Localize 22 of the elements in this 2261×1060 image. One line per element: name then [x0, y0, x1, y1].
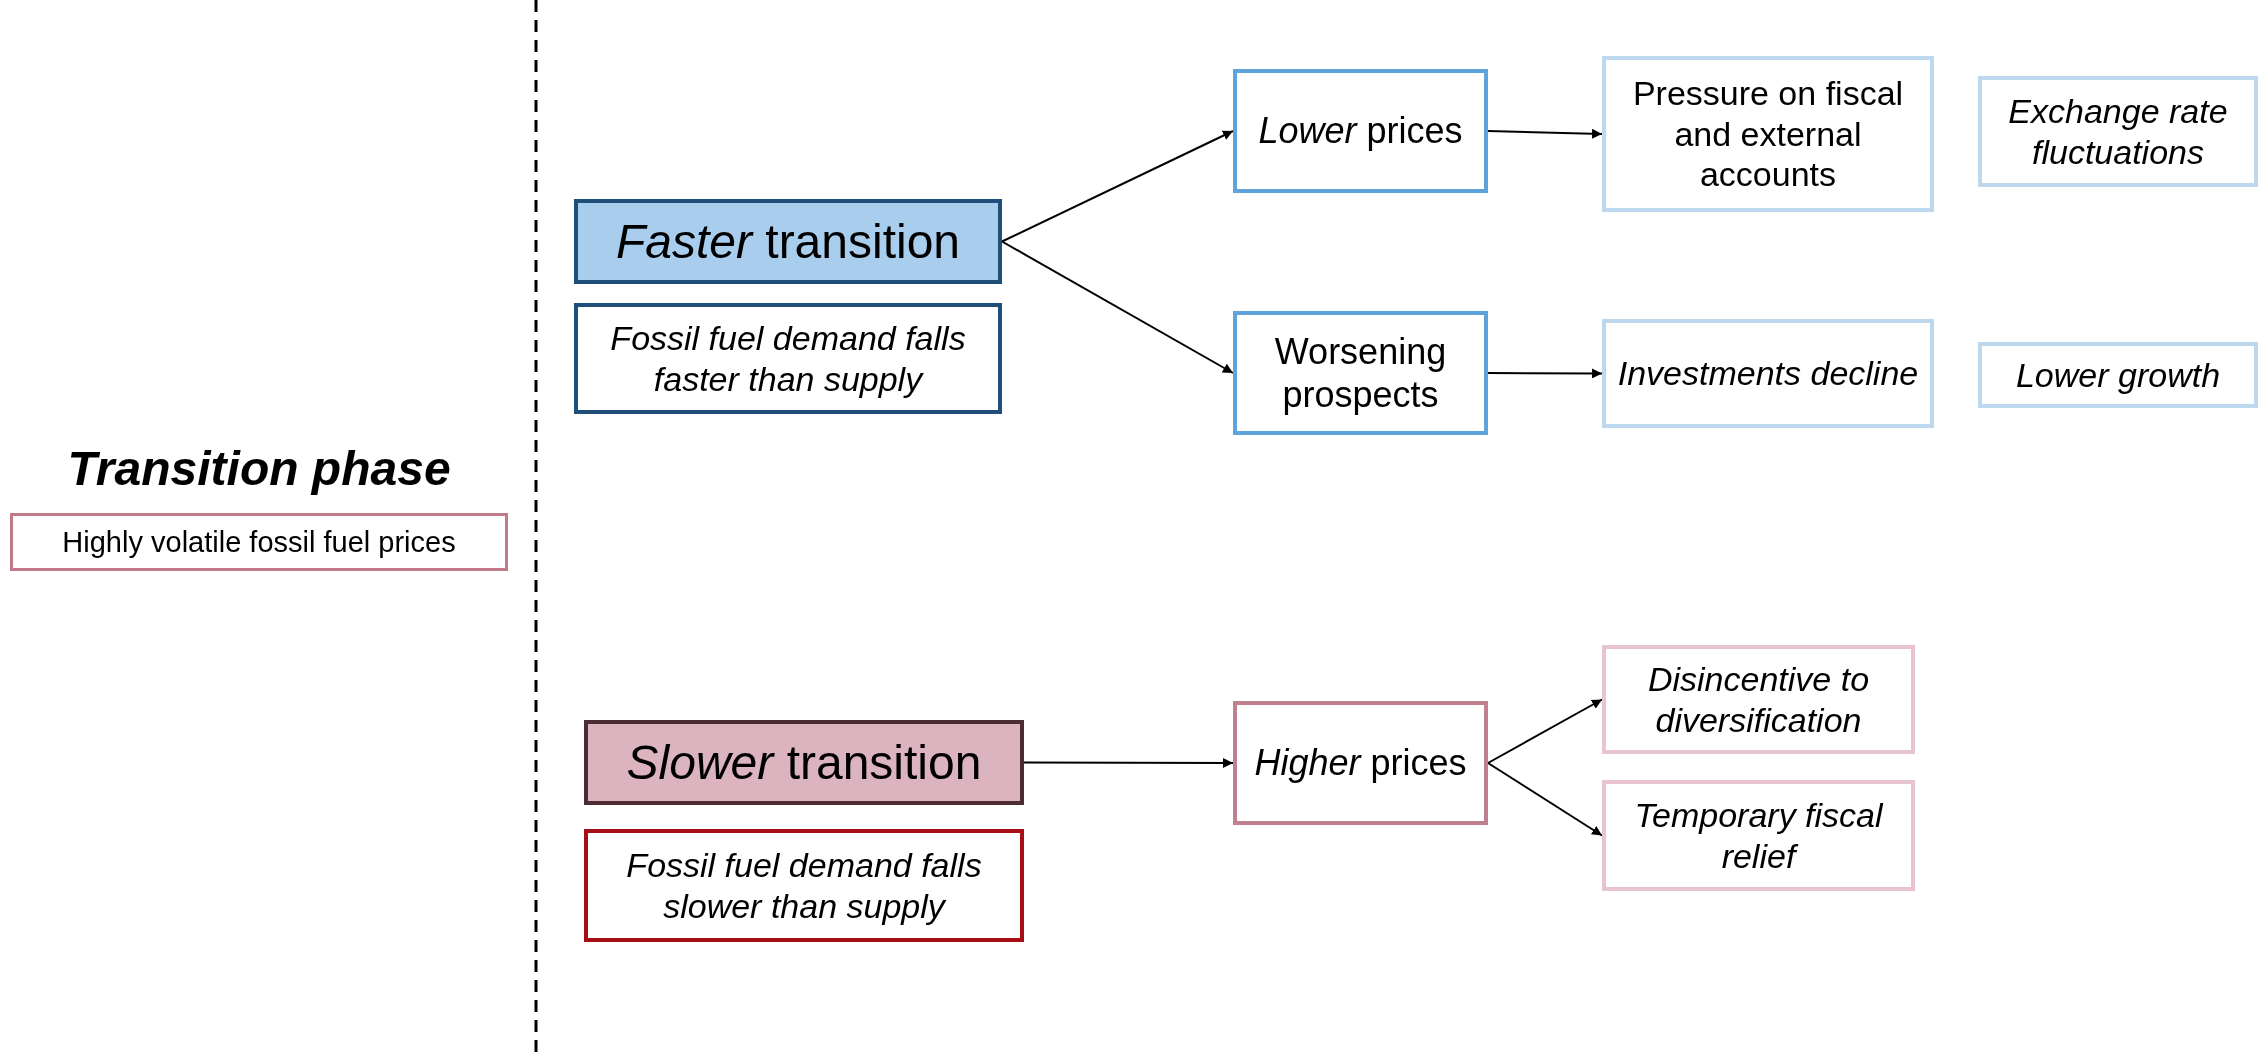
note-box: Fossil fuel demand falls faster than supply [574, 303, 1002, 414]
arrow [1487, 368, 1603, 379]
transition-box: Slower transition [584, 720, 1024, 805]
effect-box: Lower prices [1233, 69, 1488, 193]
effect-box: Higher prices [1233, 701, 1488, 825]
heading: Transition phase [66, 441, 452, 497]
transition-box: Faster transition [574, 199, 1002, 284]
consequence-box: Temporary fiscal relief [1602, 780, 1915, 891]
consequence-box: Disincentive to diversification [1602, 645, 1915, 754]
consequence-box: Exchange rate fluctuations [1978, 76, 2258, 187]
arrow [1023, 758, 1234, 768]
consequence-box: Investments decline [1602, 319, 1934, 428]
arrow [1487, 698, 1603, 764]
consequence-box: Pressure on fiscal and external accounts [1602, 56, 1934, 212]
arrow [1001, 130, 1234, 243]
note-box: Fossil fuel demand falls slower than supply [584, 829, 1024, 942]
effect-box: Worsening prospects [1233, 311, 1488, 435]
arrow [1487, 762, 1603, 837]
arrow [1001, 240, 1234, 374]
arrow [1487, 128, 1603, 139]
consequence-box: Lower growth [1978, 342, 2258, 408]
phase-box: Highly volatile fossil fuel prices [10, 513, 508, 571]
